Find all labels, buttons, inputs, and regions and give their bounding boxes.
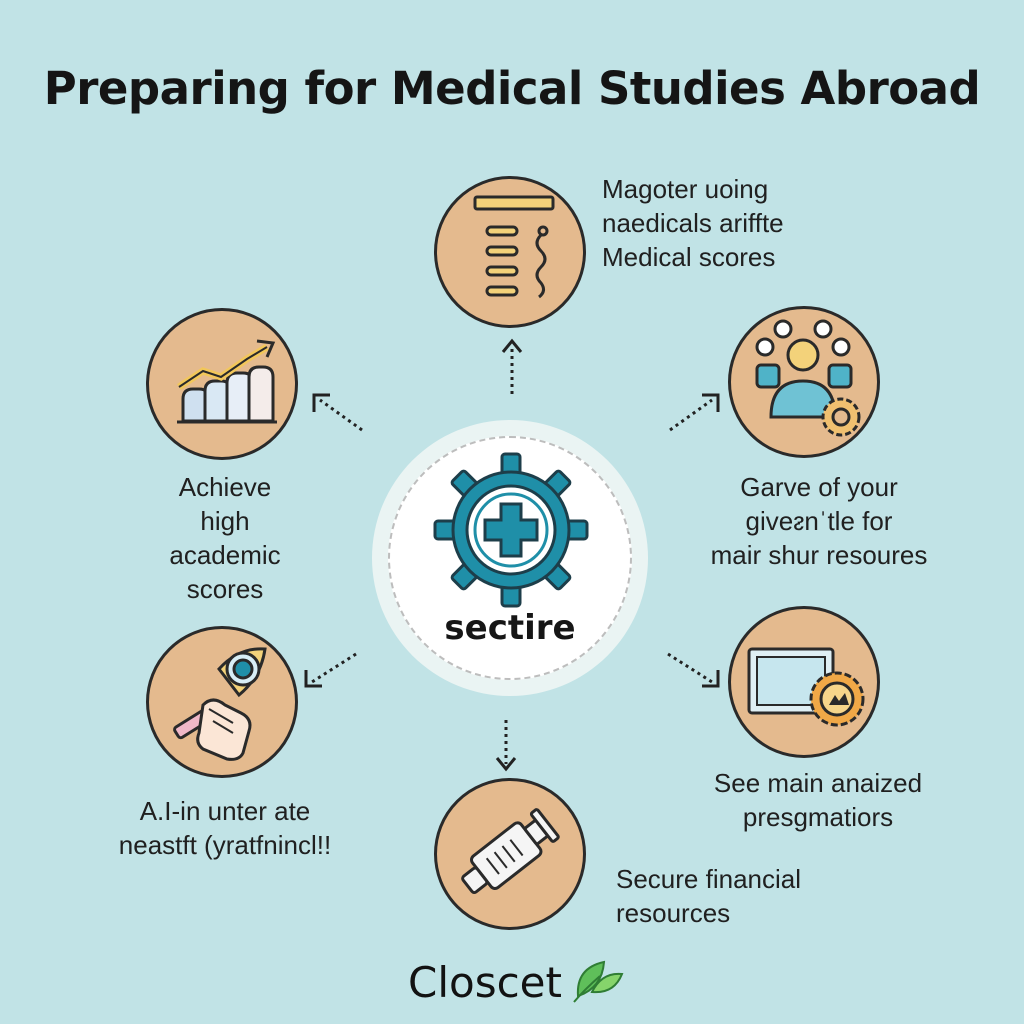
label-line: high (200, 506, 250, 536)
node-label-lower-left: A.I-in unter ate neastft (yratfnincl!! (80, 794, 370, 862)
syringe-device-icon (461, 808, 560, 895)
label-line: resources (616, 898, 731, 928)
node-circle-lower-right (728, 606, 880, 758)
label-line: See main anaized (713, 768, 923, 798)
node-circle-upper-right (728, 306, 880, 458)
medical-cross-gear-icon (433, 452, 589, 608)
node-label-bottom: Secure financial resources (616, 862, 801, 930)
node-label-upper-right: Garve of your giveᴤnˈtle for mair shur r… (694, 470, 944, 572)
monitor-badge-icon (747, 647, 865, 727)
arrow-to-top (501, 338, 523, 394)
label-line: Medical scores (602, 242, 776, 272)
arrow-to-upper-right (669, 393, 720, 432)
arrow-to-upper-left (312, 393, 363, 432)
node-label-upper-left: Achieve high academic scores (148, 470, 302, 606)
node-circle-lower-left (146, 626, 298, 778)
label-line: naedicals ariffte (602, 208, 784, 238)
label-line: academic (169, 540, 281, 570)
label-line: Achieve (178, 472, 272, 502)
label-line: presgmatiors (742, 802, 894, 832)
label-line: Garve of your (740, 472, 898, 502)
label-line: neastft (yratfnincl!! (118, 830, 332, 860)
label-line: mair shur resoures (710, 540, 928, 570)
label-line: giveᴤnˈtle for (745, 506, 893, 536)
node-circle-upper-left (146, 308, 298, 460)
page-title: Preparing for Medical Studies Abroad (43, 62, 981, 115)
rising-bar-chart-icon (177, 339, 277, 424)
arrow-to-lower-left (304, 652, 357, 688)
label-line: Magoter uoing (602, 174, 769, 204)
center-label: sectire (444, 608, 576, 648)
label-line: scores (186, 574, 264, 604)
leaf-logo-icon (573, 960, 624, 1003)
label-line: A.I-in unter ate (139, 796, 311, 826)
node-circle-top (434, 176, 586, 328)
score-sheet-icon (473, 195, 555, 299)
people-network-gear-icon (755, 319, 861, 437)
node-circle-bottom (434, 778, 586, 930)
brand-name: Closcet (408, 958, 562, 1007)
arrow-to-bottom (495, 720, 517, 772)
node-label-lower-right: See main anaized presgmatiors (690, 766, 946, 834)
arrow-to-lower-right (667, 652, 720, 688)
label-line: Secure financial (616, 864, 801, 894)
hand-holding-lens-icon (173, 647, 267, 761)
node-label-top: Magoter uoing naedicals ariffte Medical … (602, 172, 784, 274)
